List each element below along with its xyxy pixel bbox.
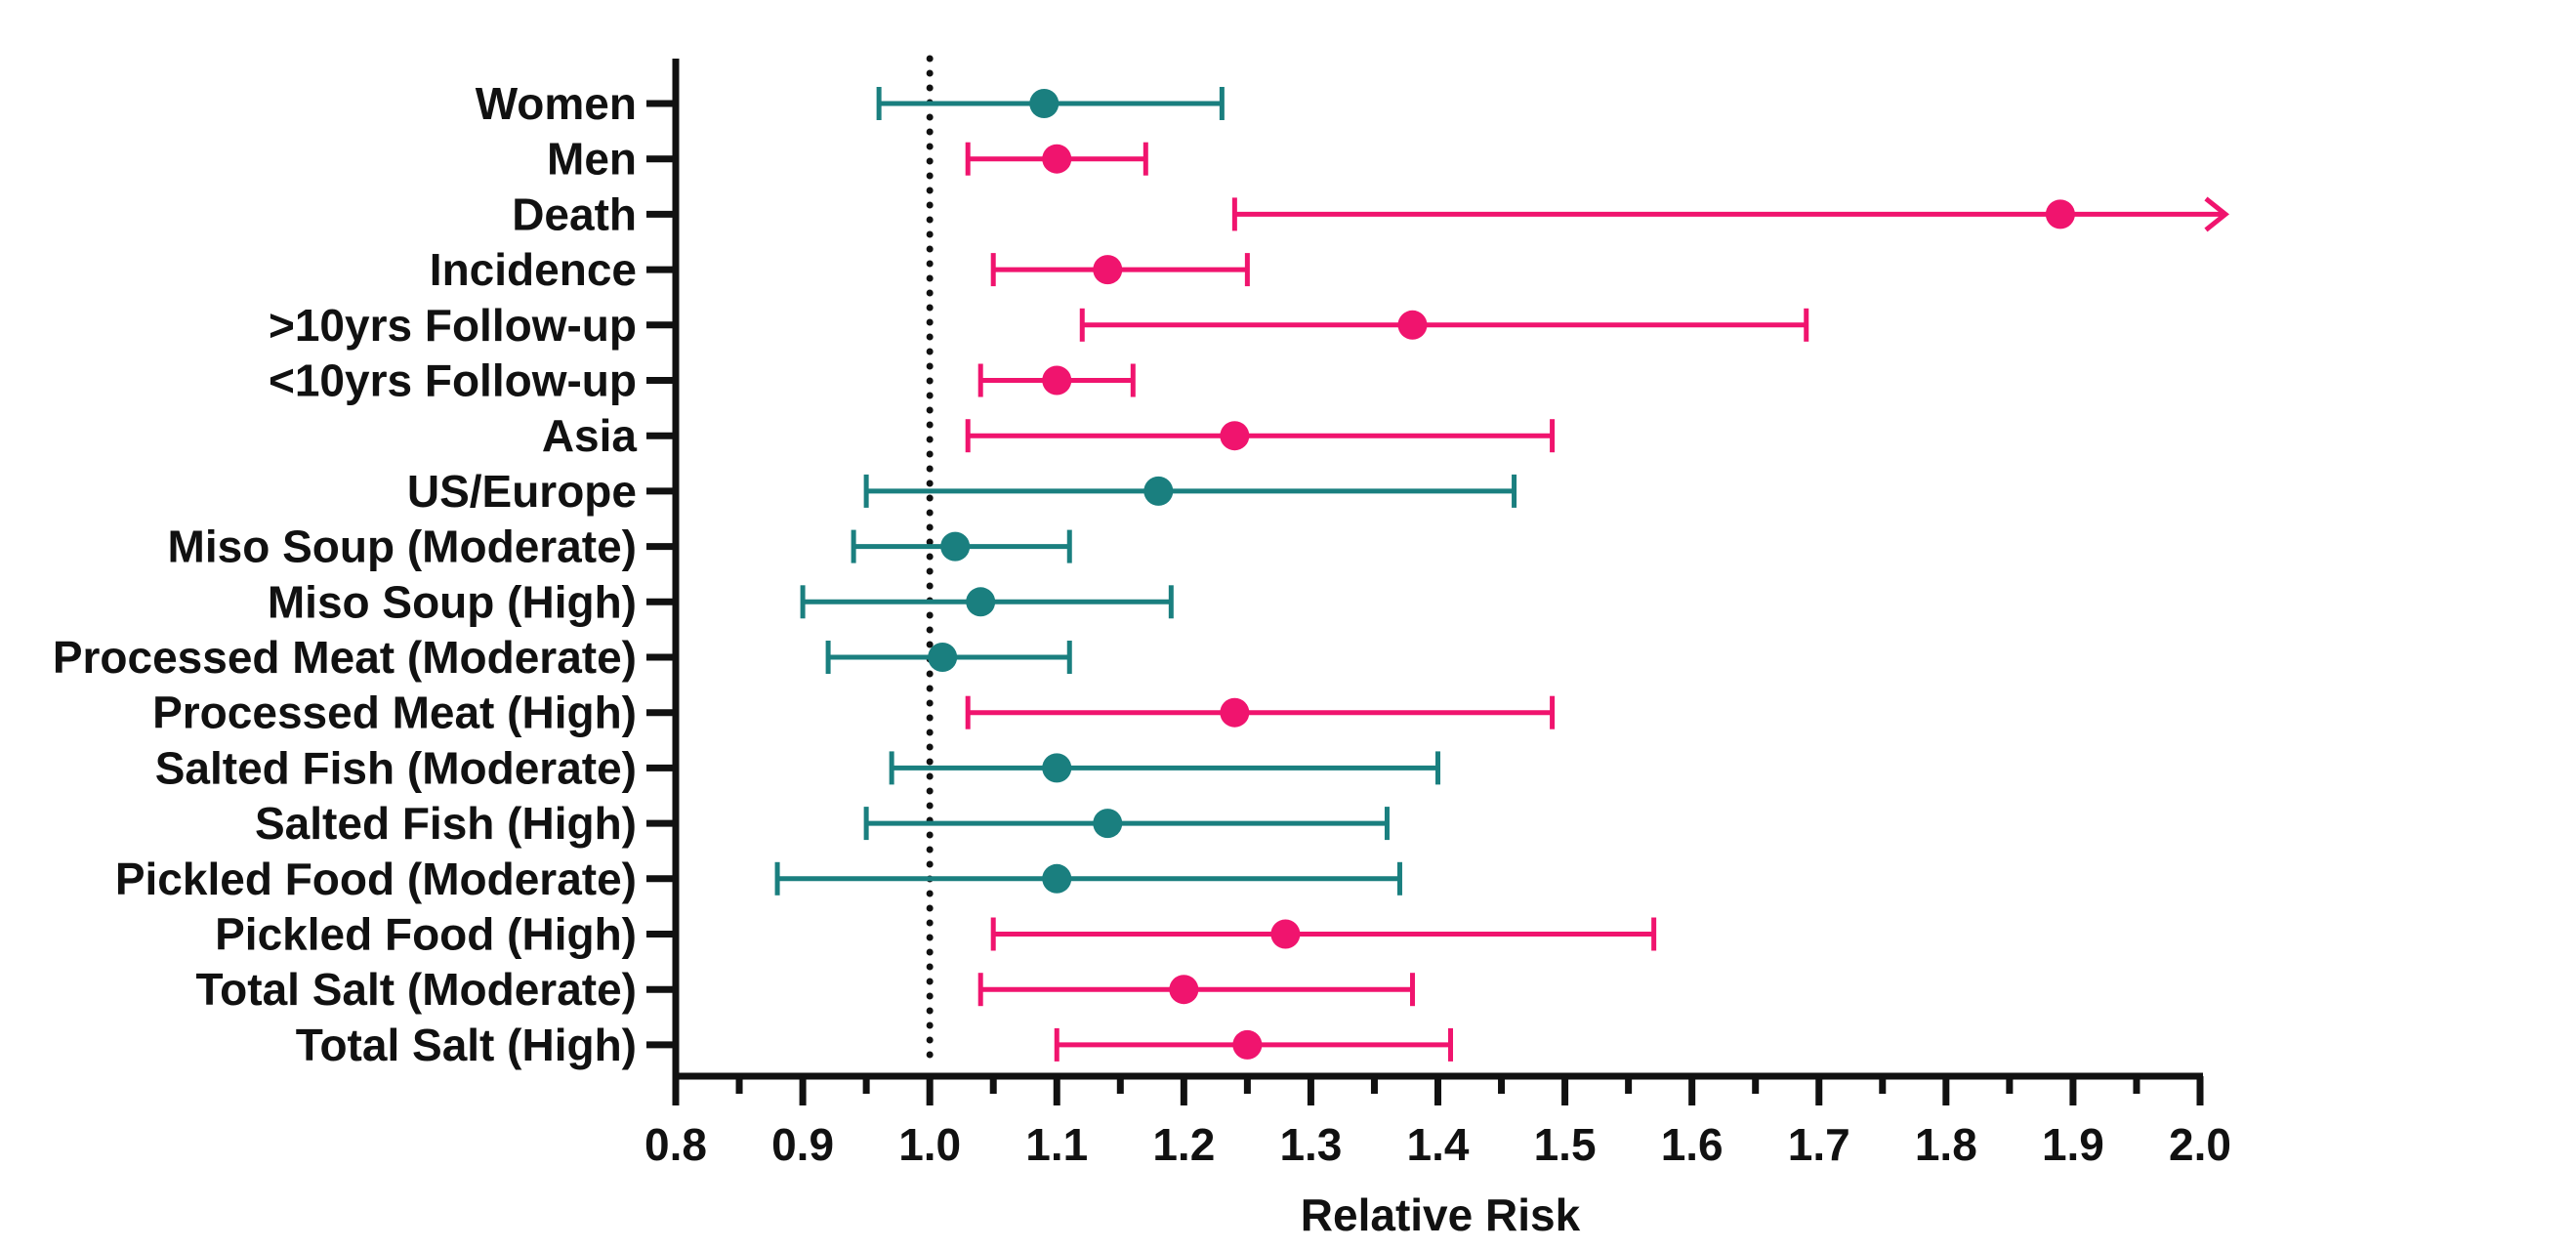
point-estimate xyxy=(940,531,971,562)
x-tick-label: 0.8 xyxy=(644,1119,707,1170)
x-tick-label: 2.0 xyxy=(2169,1119,2231,1170)
point-estimate xyxy=(1143,476,1174,506)
category-label: Miso Soup (Moderate) xyxy=(168,521,637,572)
x-tick-label: 0.9 xyxy=(771,1119,834,1170)
x-tick-label: 1.2 xyxy=(1152,1119,1215,1170)
point-estimate xyxy=(1042,863,1072,894)
category-label: Processed Meat (High) xyxy=(152,688,637,738)
category-label: <10yrs Follow-up xyxy=(269,355,637,406)
category-label: Death xyxy=(512,188,637,239)
axes-layer xyxy=(646,59,2203,1080)
category-label: Asia xyxy=(542,410,638,461)
x-axis-title: Relative Risk xyxy=(1301,1189,1581,1240)
category-label: >10yrs Follow-up xyxy=(269,300,637,351)
x-tick-label: 1.4 xyxy=(1407,1119,1470,1170)
category-label: Salted Fish (Moderate) xyxy=(155,742,637,793)
x-tick-label: 1.6 xyxy=(1661,1119,1724,1170)
category-label: US/Europe xyxy=(407,466,637,517)
category-label: Total Salt (High) xyxy=(296,1020,637,1070)
category-label: Total Salt (Moderate) xyxy=(195,964,637,1015)
point-estimate xyxy=(966,587,996,617)
x-tick-label: 1.7 xyxy=(1788,1119,1850,1170)
point-estimate xyxy=(1397,310,1428,340)
category-label: Men xyxy=(547,134,637,185)
point-estimate xyxy=(1169,975,1199,1005)
point-estimate xyxy=(1029,89,1059,118)
point-estimate xyxy=(1270,919,1301,949)
x-tick-label: 1.9 xyxy=(2042,1119,2104,1170)
category-label: Pickled Food (Moderate) xyxy=(115,854,637,904)
x-tick-label: 1.3 xyxy=(1279,1119,1342,1170)
x-axis-ticks: 0.8 0.9 1.0 1.1 1.2 1.3 1.4 1.5 1.6 1.7 1.8 1.9 2.0 xyxy=(644,1076,2231,1170)
ci-arrow xyxy=(2204,196,2230,232)
x-tick-label: 1.1 xyxy=(1025,1119,1088,1170)
x-tick-label: 1.8 xyxy=(1915,1119,1977,1170)
category-label: Salted Fish (High) xyxy=(255,798,637,849)
x-tick-label: 1.0 xyxy=(898,1119,961,1170)
x-tick-label: 1.5 xyxy=(1534,1119,1597,1170)
point-estimate xyxy=(1232,1029,1263,1060)
point-estimate xyxy=(1093,255,1123,285)
point-estimate xyxy=(1042,753,1072,783)
point-estimate xyxy=(2045,199,2075,229)
point-estimate xyxy=(1093,809,1123,839)
point-estimate xyxy=(1042,365,1072,396)
point-estimate xyxy=(1042,144,1072,174)
category-label: Incidence xyxy=(430,244,637,295)
data-marks xyxy=(774,87,2230,1062)
category-label: Women xyxy=(476,78,637,129)
category-label: Pickled Food (High) xyxy=(215,909,637,960)
point-estimate xyxy=(928,643,958,672)
point-estimate xyxy=(1220,421,1250,451)
point-estimate xyxy=(1220,697,1250,728)
category-label: Miso Soup (High) xyxy=(268,576,637,627)
category-label: Processed Meat (Moderate) xyxy=(53,632,637,683)
